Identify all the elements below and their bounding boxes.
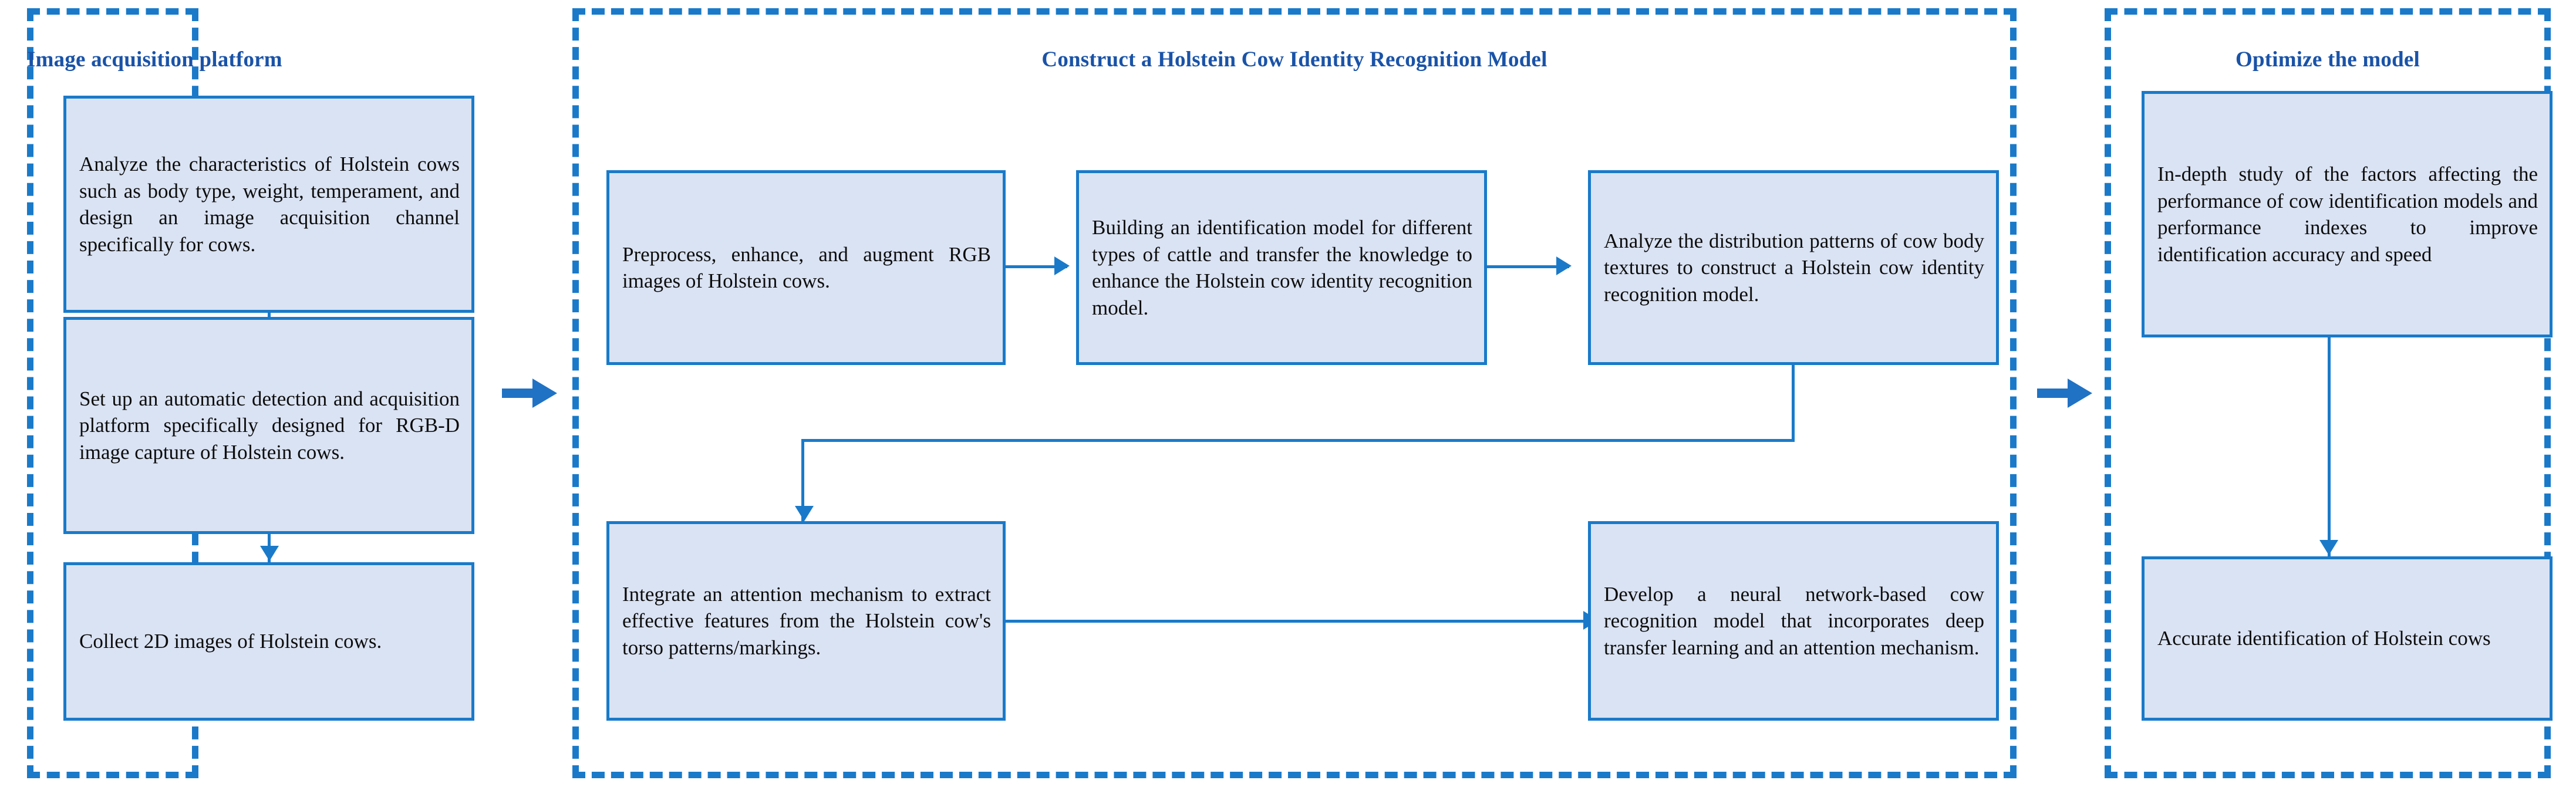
panel-arrow-shaft bbox=[2037, 389, 2072, 398]
connector-con2-con3-arrowhead bbox=[1556, 256, 1572, 275]
node-setup-acquisition-platform-text: Set up an automatic detection and acquis… bbox=[79, 387, 460, 464]
panel-arrow-shaft bbox=[502, 389, 537, 398]
node-indepth-study-factors-text: In-depth study of the factors affecting … bbox=[2157, 163, 2538, 266]
node-integrate-attention-mechanism: Integrate an attention mechanism to extr… bbox=[606, 521, 1006, 721]
node-develop-neural-network-model-text: Develop a neural network-based cow recog… bbox=[1604, 582, 1984, 659]
node-accurate-identification-result-text: Accurate identification of Holstein cows bbox=[2157, 627, 2491, 650]
panel-title-construct-model: Construct a Holstein Cow Identity Recogn… bbox=[1041, 48, 1547, 72]
node-indepth-study-factors: In-depth study of the factors affecting … bbox=[2142, 91, 2553, 337]
node-build-identification-model: Building an identification model for dif… bbox=[1076, 170, 1487, 365]
connector-con3-con4-segment-down-left bbox=[801, 439, 804, 521]
connector-con1-con2-line bbox=[1006, 265, 1067, 268]
node-collect-2d-images-text: Collect 2D images of Holstein cows. bbox=[79, 630, 382, 653]
node-collect-2d-images: Collect 2D images of Holstein cows. bbox=[63, 562, 474, 721]
node-analyze-texture-distribution: Analyze the distribution patterns of cow… bbox=[1588, 170, 1999, 365]
node-analyze-cow-characteristics-text: Analyze the characteristics of Holstein … bbox=[79, 153, 460, 256]
connector-opt1-opt2-arrowhead bbox=[2319, 540, 2338, 555]
panel-arrow-head bbox=[532, 379, 557, 408]
panel-title-optimize-model: Optimize the model bbox=[2236, 48, 2420, 72]
panel-optimize-model bbox=[2105, 8, 2551, 778]
connector-con3-con4-segment-horizontal bbox=[801, 439, 1795, 442]
connector-con3-con4-arrowhead bbox=[795, 506, 814, 521]
node-analyze-texture-distribution-text: Analyze the distribution patterns of cow… bbox=[1604, 229, 1984, 306]
connector-con2-con3-line bbox=[1487, 265, 1569, 268]
node-accurate-identification-result: Accurate identification of Holstein cows bbox=[2142, 556, 2553, 721]
panel-arrow-acquisition-to-construct bbox=[502, 379, 561, 408]
connector-acq2-acq3-arrowhead bbox=[260, 546, 279, 561]
node-analyze-cow-characteristics: Analyze the characteristics of Holstein … bbox=[63, 96, 474, 313]
connector-con3-con4-segment-down-right bbox=[1792, 365, 1795, 440]
panel-arrow-construct-to-optimize bbox=[2037, 379, 2096, 408]
node-develop-neural-network-model: Develop a neural network-based cow recog… bbox=[1588, 521, 1999, 721]
node-preprocess-enhance-augment: Preprocess, enhance, and augment RGB ima… bbox=[606, 170, 1006, 365]
node-setup-acquisition-platform: Set up an automatic detection and acquis… bbox=[63, 317, 474, 534]
connector-opt1-opt2-line bbox=[2328, 337, 2331, 558]
panel-title-image-acquisition-platform: Image acquisition platform bbox=[27, 48, 282, 72]
connector-con1-con2-arrowhead bbox=[1054, 256, 1070, 275]
node-build-identification-model-text: Building an identification model for dif… bbox=[1092, 216, 1472, 319]
node-preprocess-enhance-augment-text: Preprocess, enhance, and augment RGB ima… bbox=[622, 242, 991, 293]
connector-con4-con5-line bbox=[1006, 620, 1599, 623]
node-integrate-attention-mechanism-text: Integrate an attention mechanism to extr… bbox=[622, 582, 991, 659]
panel-construct-model bbox=[572, 8, 2017, 778]
panel-arrow-head bbox=[2068, 379, 2092, 408]
